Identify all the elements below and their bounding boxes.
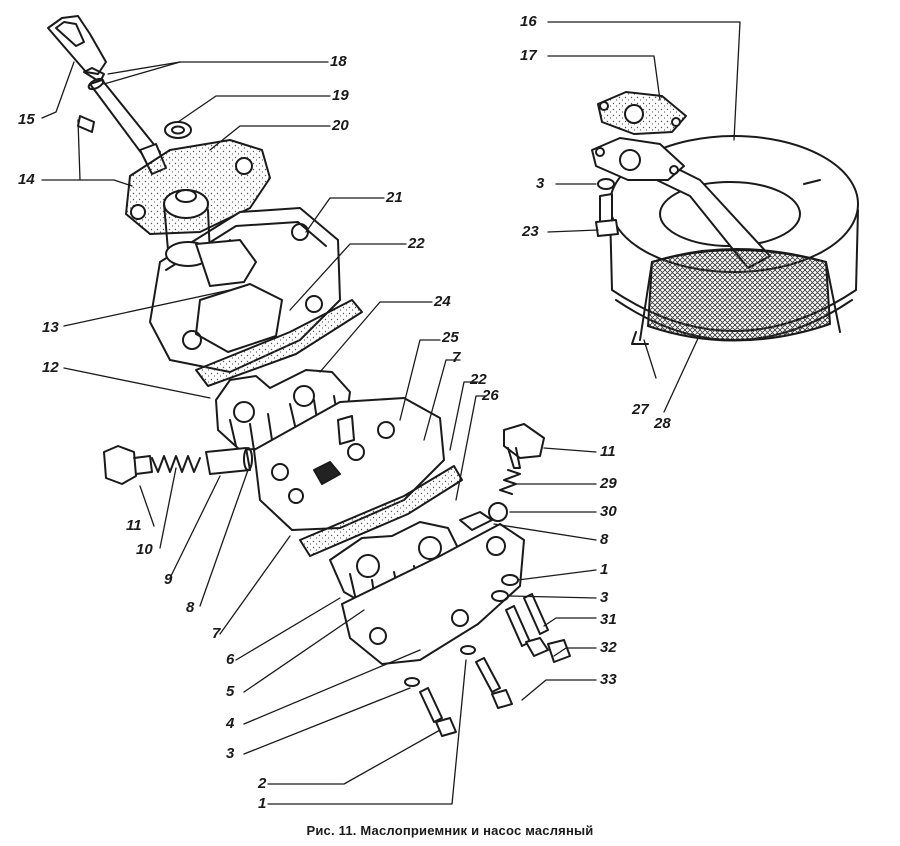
- callout-3-lower: 3: [226, 745, 235, 762]
- part-19-bushing: [164, 121, 192, 139]
- callout-25: 25: [442, 329, 459, 346]
- callout-9: 9: [164, 571, 173, 588]
- callout-24: 24: [434, 293, 451, 310]
- callout-22-middle: 22: [470, 371, 487, 388]
- callout-3-upper: 3: [536, 175, 545, 192]
- figure-caption: Рис. 11. Маслоприемник и насос масляный: [306, 823, 594, 838]
- callout-22-upper: 22: [408, 235, 425, 252]
- leader-lines: [41, 21, 741, 805]
- callout-23: 23: [522, 223, 539, 240]
- callout-14: 14: [18, 171, 35, 188]
- callout-1-right: 1: [600, 561, 609, 578]
- callout-28: 28: [654, 415, 671, 432]
- callout-11-left: 11: [126, 517, 142, 534]
- callout-7-lower: 7: [212, 625, 221, 642]
- part-28-mesh-screen: [647, 249, 831, 342]
- part-23-bolt: [595, 193, 619, 237]
- part-17-flange-gasket: [597, 91, 687, 135]
- callout-27: 27: [632, 401, 649, 418]
- callout-12: 12: [42, 359, 59, 376]
- callout-13: 13: [42, 319, 59, 336]
- callout-21: 21: [386, 189, 403, 206]
- callout-5: 5: [226, 683, 235, 700]
- part-30-ball: [488, 502, 508, 522]
- part-31-studs: [505, 593, 549, 647]
- part-16-flange: [591, 137, 685, 181]
- callout-31: 31: [600, 611, 617, 628]
- callout-15: 15: [18, 111, 35, 128]
- part-2-stud-nut-lower: [404, 677, 457, 737]
- callout-29: 29: [600, 475, 617, 492]
- part-27-frame: [631, 248, 841, 345]
- callout-18: 18: [330, 53, 347, 70]
- callout-8-left: 8: [186, 599, 195, 616]
- part-22-gasket-upper: [195, 299, 363, 387]
- part-32-nuts: [525, 637, 571, 663]
- callout-8-right: 8: [600, 531, 609, 548]
- callout-6: 6: [226, 651, 235, 668]
- callout-20: 20: [332, 117, 349, 134]
- part-3-washer-b: [597, 178, 615, 190]
- part-15-shaft-coupling: [47, 15, 107, 83]
- callout-26: 26: [482, 387, 499, 404]
- callout-3-right: 3: [600, 589, 609, 606]
- part-29-spring: [499, 469, 521, 495]
- callout-10: 10: [136, 541, 153, 558]
- part-20-upper-gasket: [125, 139, 271, 235]
- callout-2: 2: [258, 775, 267, 792]
- callout-4: 4: [226, 715, 235, 732]
- part-22-gasket-middle: [299, 465, 463, 557]
- callout-11-right: 11: [600, 443, 616, 460]
- part-9-valve-plunger: [205, 447, 253, 475]
- part-14-pin: [77, 115, 95, 133]
- part-33-stud-nut: [460, 645, 513, 709]
- callout-1-lower: 1: [258, 795, 267, 812]
- callout-17: 17: [520, 47, 537, 64]
- callout-16: 16: [520, 13, 537, 30]
- callout-7-upper: 7: [452, 349, 461, 366]
- part-25-middle-body: [253, 397, 445, 531]
- part-10-spring: [151, 455, 201, 473]
- callout-32: 32: [600, 639, 617, 656]
- callout-30: 30: [600, 503, 617, 520]
- part-11-plug-right: [503, 423, 545, 469]
- callout-33: 33: [600, 671, 617, 688]
- part-11-plug-left: [103, 445, 153, 485]
- part-13-shaft-boss: [163, 189, 257, 287]
- callout-19: 19: [332, 87, 349, 104]
